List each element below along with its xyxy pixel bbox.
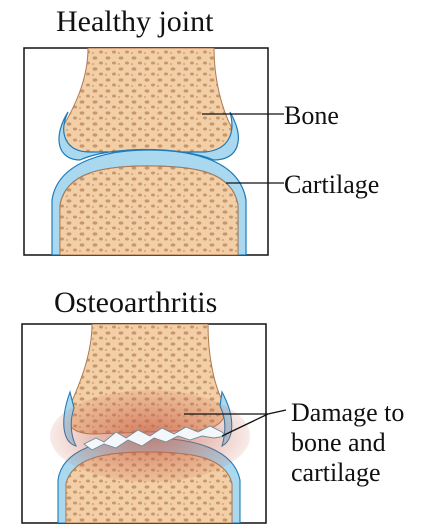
damage-label-line-2: bone and (291, 428, 404, 458)
lower-bone (60, 166, 238, 255)
bone-label: Bone (284, 101, 339, 131)
damage-label-line-1: Damage to (291, 398, 404, 428)
upper-bone (61, 48, 233, 152)
damage-leader-join (268, 410, 286, 414)
damage-label-line-3: cartilage (291, 458, 404, 488)
cartilage-label: Cartilage (284, 170, 379, 200)
damage-label: Damage to bone and cartilage (291, 398, 404, 488)
